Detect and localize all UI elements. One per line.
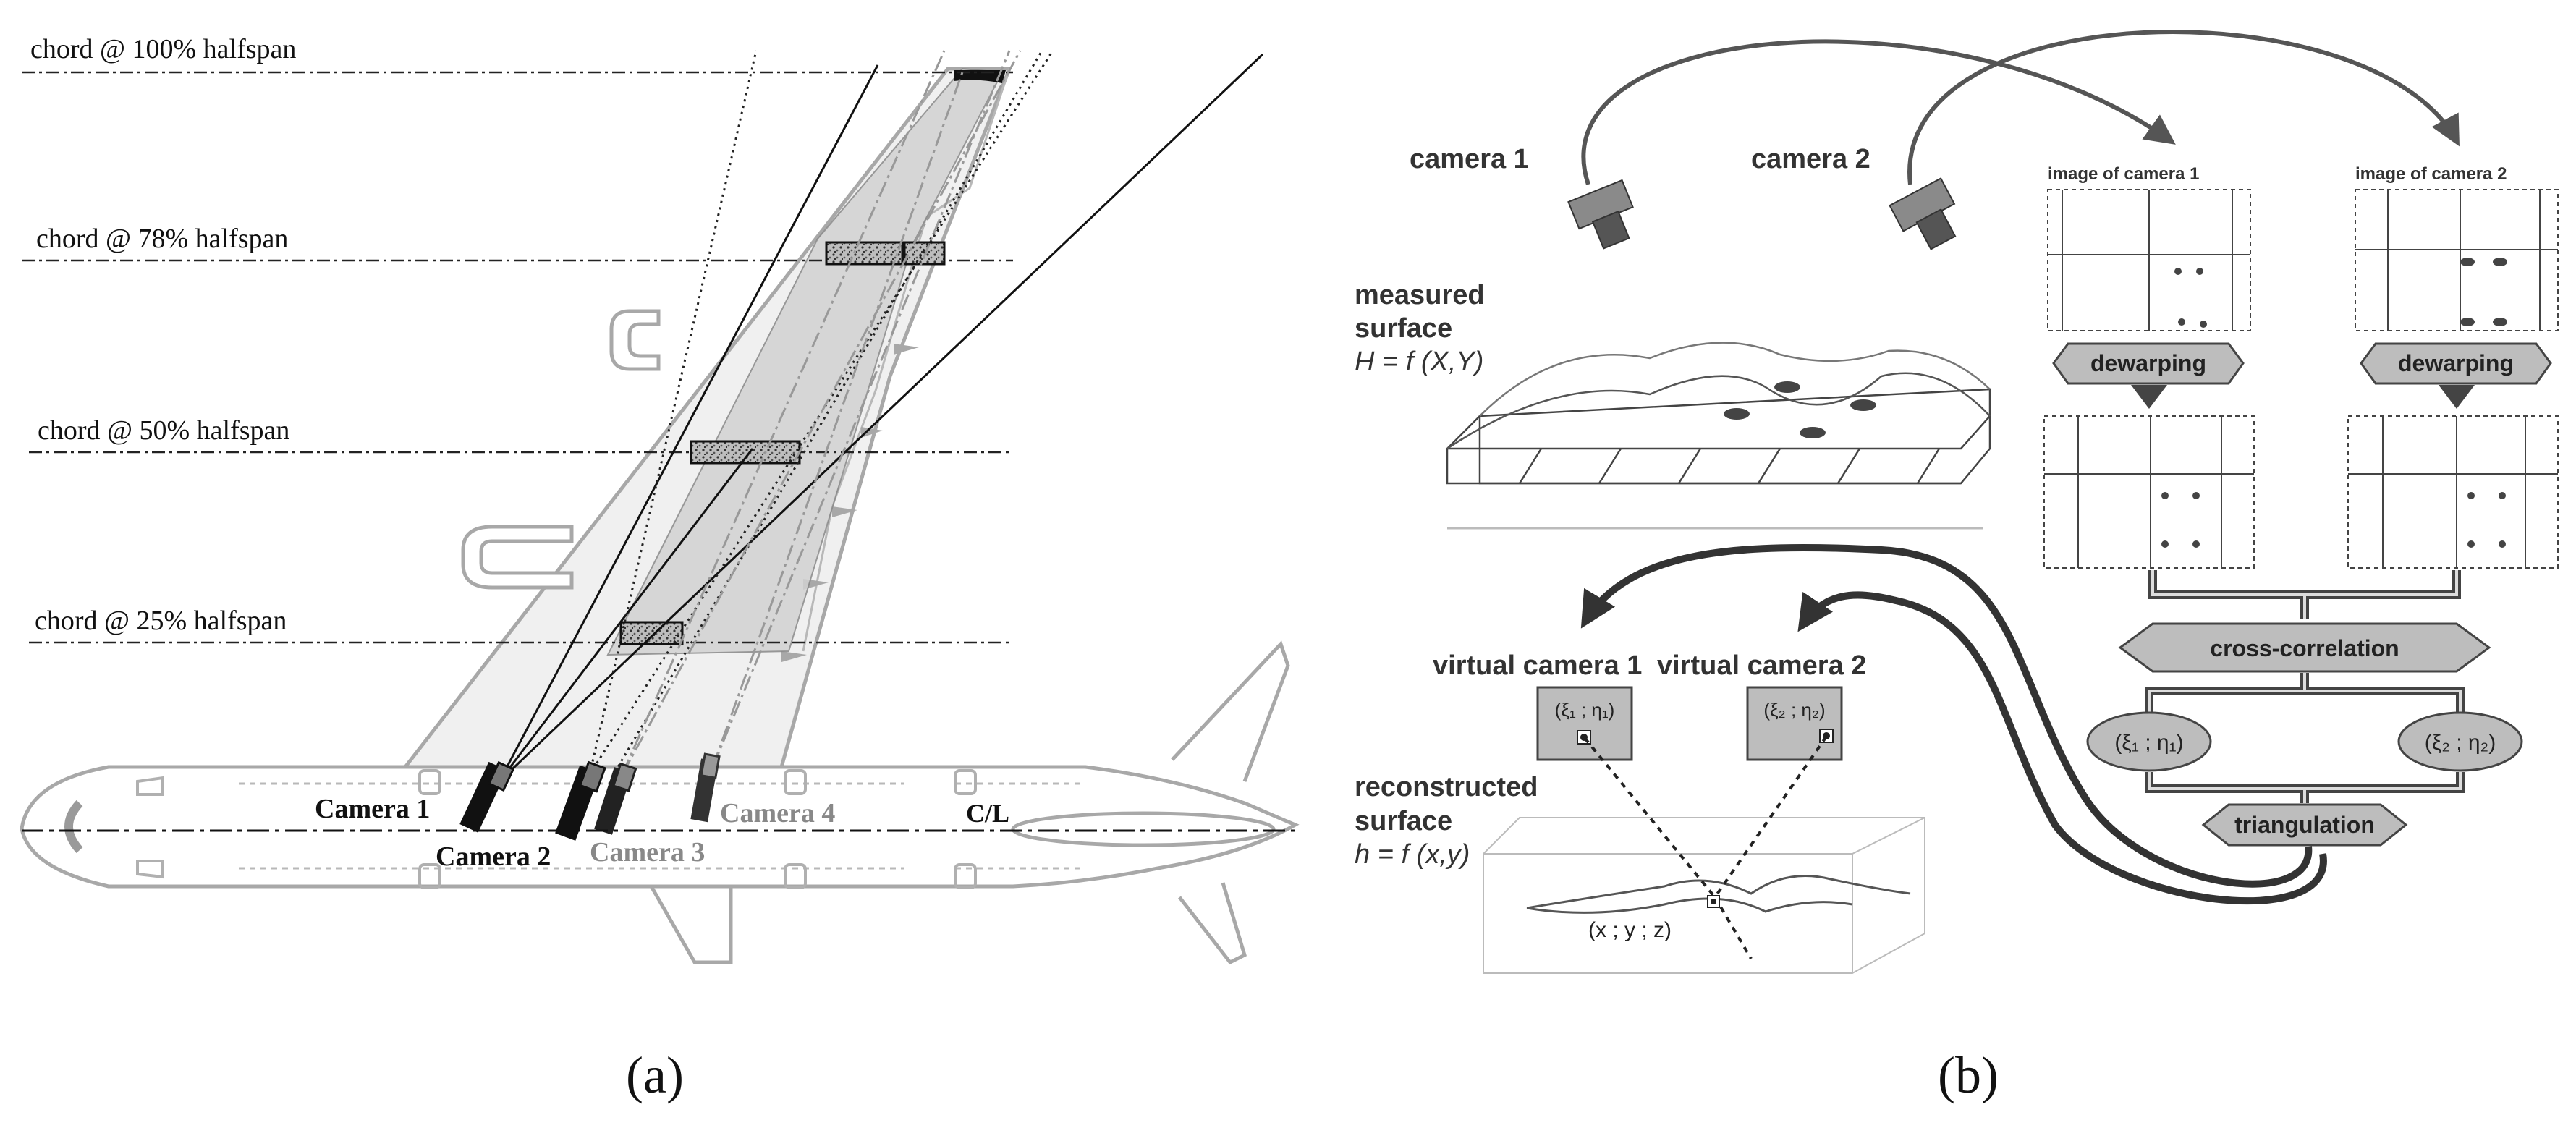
panel-a-caption: (a): [626, 1046, 684, 1104]
svg-text:dewarping: dewarping: [2090, 350, 2206, 376]
reconstructed-surface-label-1: reconstructed: [1355, 772, 1538, 802]
centerline-label: C/L: [966, 799, 1009, 828]
camera-2-label: Camera 2: [436, 841, 551, 872]
nose-mark: [64, 800, 83, 854]
camera-2-icon: [555, 760, 606, 841]
pipeline-connector-bottom-inner: [2148, 772, 2462, 803]
pipeline-connector-middle-inner: [2148, 673, 2462, 713]
measured-surface-label-2: surface: [1355, 313, 1452, 344]
feedback-arrow-virtual-camera-2: [1797, 591, 2327, 905]
virtual-camera-2-frame: (ξ₂ ; η₂): [1746, 686, 1843, 761]
projection-rays: [1583, 735, 1828, 960]
camera-3-icon: [594, 762, 637, 835]
image-camera-2-grid: [2355, 189, 2559, 331]
wing-tip-black: [954, 70, 1006, 83]
speckle-targets: [619, 241, 946, 645]
lower-wing: [649, 885, 733, 964]
chord-label-50: chord @ 50% halfspan: [38, 415, 289, 446]
chord-reference-lines: [22, 71, 1013, 644]
measured-surface-wireframe: [1446, 342, 1991, 485]
door-marks: [136, 769, 977, 889]
panel-b-caption: (b): [1938, 1046, 1999, 1104]
engine-inner: [461, 525, 574, 590]
image-camera-1-dots: [2174, 268, 2207, 328]
tail-cone: [1011, 811, 1276, 847]
camera-3-label: Camera 3: [590, 837, 705, 868]
xi2-eta2-node: (ξ₂ ; η₂): [2397, 711, 2523, 772]
camera-4-label: Camera 4: [720, 798, 835, 828]
xi1-eta1-node: (ξ₁ ; η₁): [2086, 711, 2212, 772]
svg-text:cross-correlation: cross-correlation: [2210, 635, 2399, 661]
svg-text:(ξ₁ ; η₁): (ξ₁ ; η₁): [2114, 731, 2183, 755]
measured-surface-dots: [1724, 381, 1876, 438]
engine-outer: [609, 309, 661, 371]
dewarping-box-2: dewarping: [2360, 342, 2552, 385]
reconstructed-surface-box: [1483, 817, 1925, 974]
panel-a-aircraft-camera-layout: chord @ 100% halfspan chord @ 78% halfsp…: [20, 34, 1300, 1104]
reconstructed-surface-label-2: surface: [1355, 806, 1452, 836]
panel-b-stereo-piv-pipeline: camera 1 camera 2 measured surface H = f…: [1355, 30, 2559, 1104]
svg-text:dewarping: dewarping: [2398, 350, 2514, 376]
wing-trailing-edge-detail: [802, 68, 1011, 652]
camera-rays-gray: [621, 50, 1022, 775]
fuselage-outline: [20, 765, 1300, 889]
image-camera-1-grid: [2047, 189, 2251, 331]
camera-1-label: camera 1: [1410, 144, 1529, 174]
virtual-camera-1-label: virtual camera 1: [1433, 650, 1642, 681]
camera-2-label: camera 2: [1751, 144, 1870, 174]
dewarped-image-2-grid: [2347, 415, 2559, 569]
cross-correlation-box: cross-correlation: [2118, 622, 2491, 673]
image-camera-2-label: image of camera 2: [2355, 164, 2507, 184]
horizontal-stabilizer: [1171, 640, 1290, 965]
camera-2-device-icon: [1889, 177, 1957, 250]
chord-label-100: chord @ 100% halfspan: [30, 34, 296, 64]
camera-rays-dotted: [588, 50, 1054, 779]
image-camera-2-dots: [2460, 258, 2507, 326]
virtual-camera-2-label: virtual camera 2: [1657, 650, 1866, 681]
arrow-camera1-to-image1: [1581, 39, 2176, 185]
triangulation-box: triangulation: [2201, 803, 2408, 847]
dewarped-image-1-grid: [2043, 415, 2255, 569]
arrow-camera2-to-image2: [1907, 30, 2460, 185]
chord-label-78: chord @ 78% halfspan: [36, 224, 288, 254]
reconstructed-surface-formula: h = f (x,y): [1355, 839, 1470, 870]
camera-4-icon: [690, 752, 721, 823]
dewarped-image-2-dots: [2467, 492, 2506, 548]
dewarped-image-1-dots: [2161, 492, 2200, 548]
image-camera-1-label: image of camera 1: [2048, 164, 2199, 184]
feedback-arrow-virtual-camera-1: [1580, 543, 2313, 888]
surface-point-marker: [1707, 895, 1720, 908]
virtual-camera-1-frame: (ξ₁ ; η₁): [1536, 686, 1633, 761]
measured-surface-label-1: measured: [1355, 280, 1485, 310]
camera-1-device-icon: [1567, 179, 1634, 250]
camera-1-icon: [459, 760, 515, 833]
svg-text:(ξ₁ ; η₁): (ξ₁ ; η₁): [1555, 699, 1615, 721]
svg-text:(ξ₂ ; η₂): (ξ₂ ; η₂): [2425, 731, 2496, 755]
chord-label-25: chord @ 25% halfspan: [35, 606, 287, 636]
dewarping-down-arrows: [2131, 385, 2475, 409]
camera-1-label: Camera 1: [315, 794, 430, 824]
measured-surface-formula: H = f (X,Y): [1355, 347, 1483, 377]
pipeline-connector-top-inner: [2151, 570, 2458, 619]
dewarping-box-1: dewarping: [2052, 342, 2245, 385]
svg-text:triangulation: triangulation: [2234, 812, 2375, 838]
surface-point-label: (x ; y ; z): [1588, 918, 1672, 942]
svg-text:(ξ₂ ; η₂): (ξ₂ ; η₂): [1763, 699, 1825, 721]
